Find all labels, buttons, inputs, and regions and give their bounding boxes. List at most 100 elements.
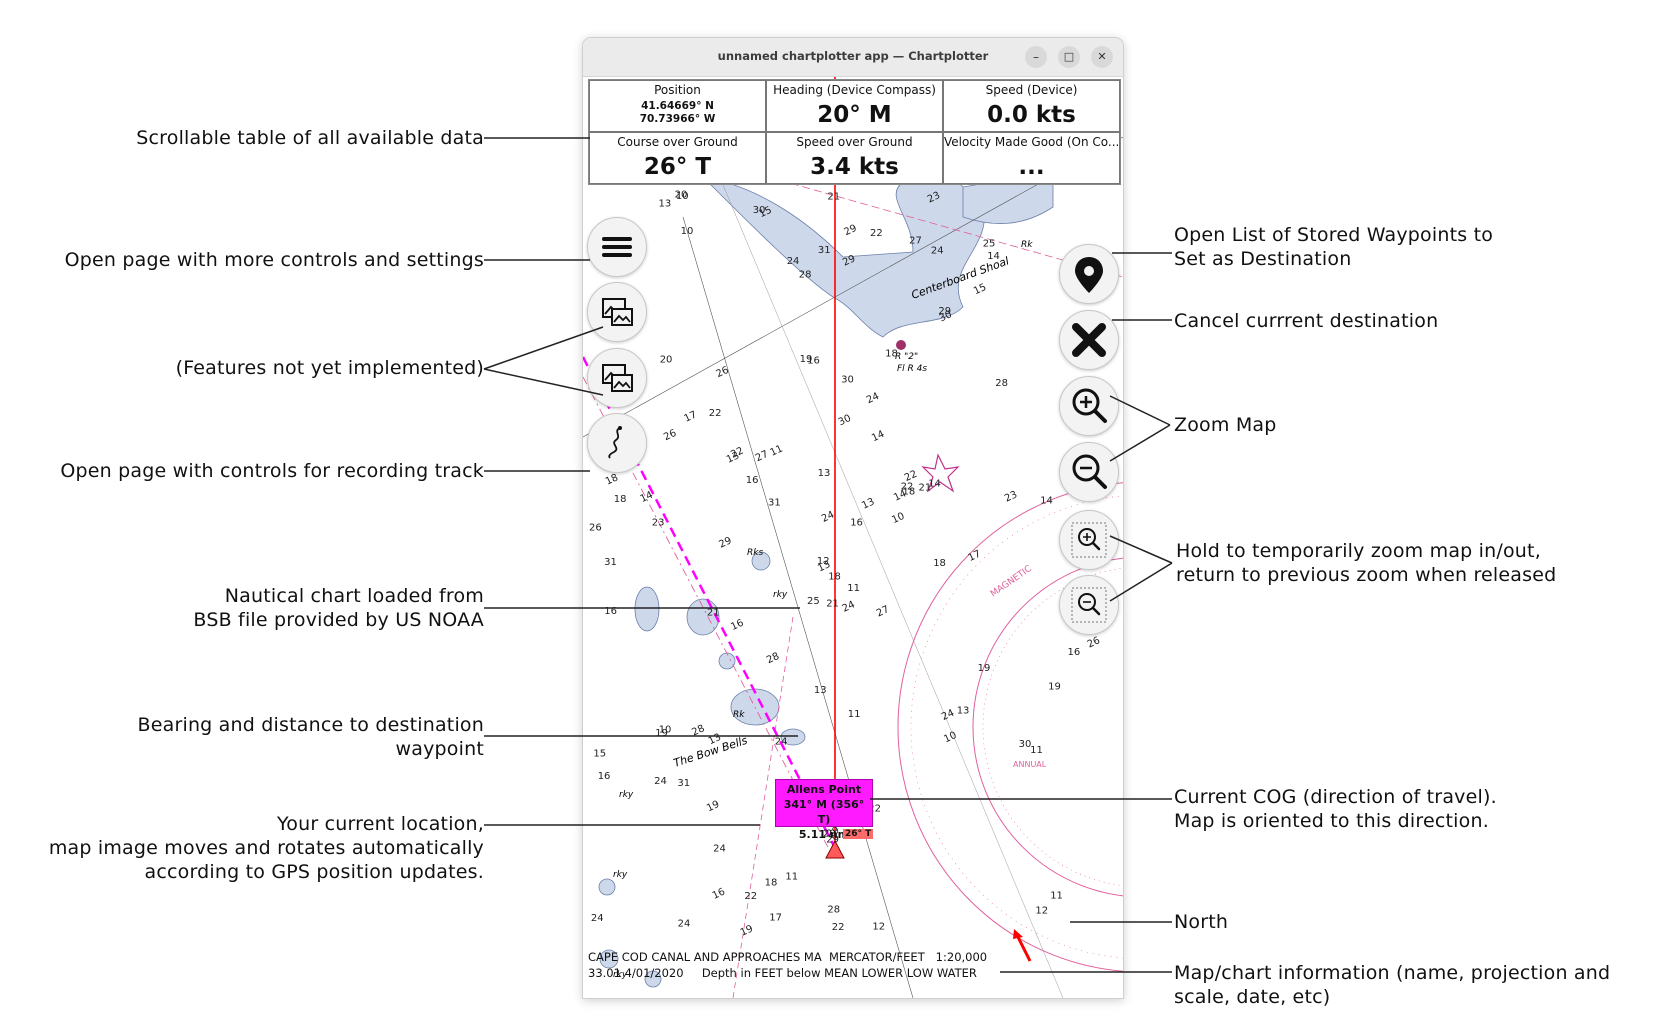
chart-info-line-2: 33.01 4/01/2020 Depth in FEET below MEAN… [588, 966, 977, 980]
depth-sounding: 26 [589, 522, 602, 533]
rock-area [751, 551, 771, 571]
depth-sounding: 26 [662, 428, 678, 443]
chart-drawing: MAGNETIC ANNUAL Centerboard Shoal The Bo… [583, 77, 1123, 998]
depth-sounding: 19 [978, 663, 991, 674]
position-label: Position [654, 83, 701, 97]
depth-sounding: 10 [890, 511, 906, 526]
destination-name: Allens Point [786, 783, 862, 796]
sog-value: 3.4 kts [810, 154, 899, 180]
svg-text:Rk: Rk [733, 710, 745, 720]
depth-sounding: 21 [919, 482, 932, 493]
sog-label: Speed over Ground [796, 135, 913, 149]
depth-sounding: 22 [901, 482, 914, 493]
depth-sounding: 10 [942, 730, 958, 745]
rock-area [598, 878, 616, 896]
annotation-waypoints: Open List of Stored Waypoints to Set as … [1174, 224, 1494, 270]
data-table[interactable]: Position 41.64669° N 70.73966° W Heading… [588, 79, 1121, 185]
depth-sounding: 18 [614, 494, 627, 505]
depth-sounding: 19 [655, 728, 668, 739]
cell-speed-device: Speed (Device) 0.0 kts [943, 80, 1120, 132]
depth-sounding: 16 [850, 518, 863, 529]
depth-sounding: 14 [928, 479, 941, 490]
temp-zoom-in-icon [1071, 522, 1107, 558]
depth-sounding: 16 [1068, 647, 1081, 658]
depth-sounding: 24 [591, 913, 604, 924]
cell-vmg: Velocity Made Good (On Co... ... [943, 132, 1120, 184]
zoom-in-button[interactable] [1059, 376, 1119, 436]
north-arrow [1015, 934, 1032, 962]
annotation-chart-info: Map/chart information (name, projection … [1174, 962, 1611, 1008]
depth-sounding: 16 [746, 475, 759, 486]
depth-sounding: 24 [678, 918, 691, 929]
feature-button-2[interactable] [587, 348, 647, 408]
depth-sounding: 24 [820, 509, 836, 524]
depth-sounding: 31 [677, 778, 690, 789]
depth-sounding: 14 [892, 488, 908, 503]
nautical-chart-map[interactable]: MAGNETIC ANNUAL Centerboard Shoal The Bo… [583, 77, 1123, 998]
maximize-button[interactable]: □ [1058, 46, 1080, 68]
depth-sounding: 12 [817, 556, 830, 567]
depth-sounding: 13 [818, 468, 831, 479]
depth-sounding: 22 [832, 922, 845, 933]
depth-sounding: 14 [1040, 496, 1053, 507]
depth-sounding: 19 [800, 354, 813, 365]
longitude: 70.73966° W [639, 113, 716, 125]
chart-image-icon [602, 298, 633, 326]
temp-zoom-in-button[interactable] [1059, 510, 1119, 570]
depth-sounding: 25 [807, 596, 820, 607]
depth-sounding: 30 [1019, 739, 1032, 750]
depth-sounding: 18 [903, 486, 916, 497]
feature-button-1[interactable] [587, 282, 647, 342]
depth-sounding: 31 [604, 557, 617, 568]
window-title: unnamed chartplotter app — Chartplotter [717, 49, 989, 63]
depth-sounding: 19 [739, 923, 755, 938]
depth-sounding: 27 [875, 604, 891, 619]
depth-sounding: 16 [711, 886, 727, 901]
menu-icon [602, 237, 632, 257]
depth-sounding: 13 [725, 450, 741, 465]
temp-zoom-out-button[interactable] [1059, 575, 1119, 635]
cell-sog: Speed over Ground 3.4 kts [766, 132, 943, 184]
zoom-out-button[interactable] [1059, 442, 1119, 502]
annotation-location: Your current location, map image moves a… [48, 813, 484, 883]
cell-position: Position 41.64669° N 70.73966° W [589, 80, 766, 132]
depth-sounding: 23 [1003, 489, 1019, 504]
svg-text:rky: rky [613, 970, 628, 980]
depth-sounding: 30 [753, 205, 766, 216]
depth-sounding: 24 [654, 776, 667, 787]
close-window-button[interactable]: ✕ [1091, 46, 1113, 68]
chart-info: CAPE COD CANAL AND APPROACHES MA MERCATO… [588, 949, 987, 981]
depth-sounding: 24 [787, 256, 800, 267]
waypoints-button[interactable] [1059, 244, 1119, 304]
location-pin-icon [1075, 257, 1103, 293]
destination-bearing: 341° M (356° T) [783, 798, 865, 826]
close-icon [1072, 323, 1106, 357]
rock-area [718, 652, 736, 670]
depth-sounding: 30 [841, 375, 854, 386]
depth-sounding: 18 [604, 472, 620, 487]
depth-sounding: 15 [593, 749, 606, 760]
zoom-out-icon [1072, 454, 1107, 489]
depth-sounding: 18 [828, 571, 841, 582]
minimize-button[interactable]: – [1025, 46, 1047, 68]
speed-device-label: Speed (Device) [985, 83, 1078, 97]
depth-sounding: 23 [652, 518, 665, 529]
land-area [701, 176, 985, 338]
annotation-zoom: Zoom Map [1174, 414, 1277, 436]
cancel-destination-button[interactable] [1059, 310, 1119, 370]
track-recording-button[interactable] [587, 413, 647, 473]
menu-button[interactable] [587, 217, 647, 277]
depth-sounding: 19 [1048, 682, 1061, 693]
depth-sounding: 22 [729, 445, 745, 460]
depth-sounding: 22 [868, 804, 881, 815]
depth-sounding: 14 [870, 429, 886, 444]
depth-sounding: 17 [769, 912, 782, 923]
annotation-north: North [1174, 911, 1229, 933]
depth-sounding: 21 [826, 599, 839, 610]
depth-sounding: 20 [675, 190, 688, 201]
depth-sounding: 29 [938, 306, 951, 317]
depth-sounding: 29 [843, 223, 859, 238]
rock-area [644, 970, 662, 988]
depth-sounding: 25 [983, 238, 996, 249]
depth-sounding: 29 [825, 825, 841, 840]
